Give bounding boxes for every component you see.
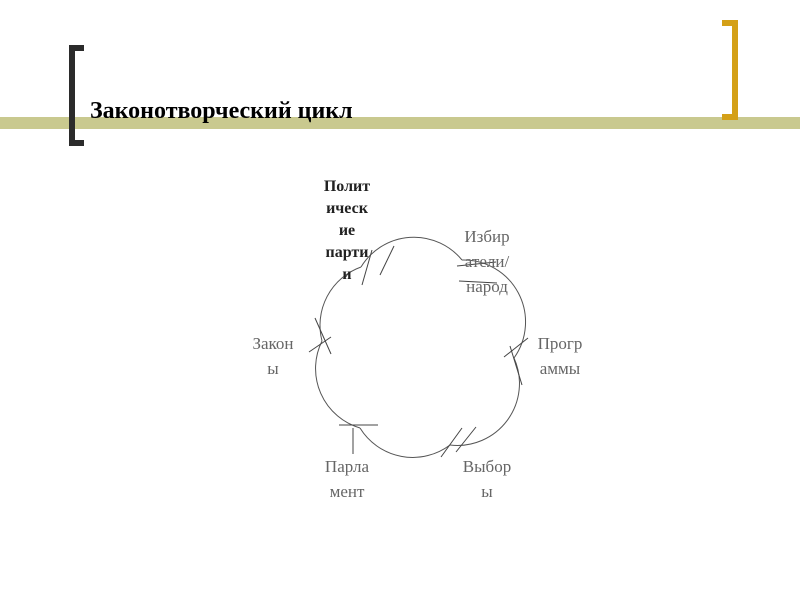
node-parliament: Парла мент — [314, 454, 380, 504]
left-dark-bracket — [69, 45, 84, 146]
node-label-line: ие — [338, 222, 356, 239]
arc-programs-elections — [449, 357, 520, 446]
node-laws: Закон ы — [240, 331, 306, 381]
arc-elections-parliament — [359, 427, 451, 458]
olive-band — [0, 117, 800, 129]
node-label-line: Выбор — [462, 457, 512, 476]
node-label-line: атели/ — [464, 252, 510, 271]
node-elections: Выбор ы — [454, 454, 520, 504]
arrow-ticks — [308, 245, 529, 458]
arc-parliament-laws — [315, 340, 361, 429]
node-label-line: аммы — [539, 359, 581, 378]
node-programs: Прогр аммы — [527, 331, 593, 381]
slide-title: Законотворческий цикл — [90, 98, 353, 124]
node-label-line: ы — [267, 359, 279, 378]
node-label-line: ическ — [326, 200, 368, 217]
node-label-line: народ — [466, 277, 508, 296]
node-label-line: Закон — [252, 334, 294, 353]
node-label-line: Избир — [464, 227, 510, 246]
node-label-line: Прогр — [537, 334, 583, 353]
node-label-line: Полит — [323, 178, 371, 195]
node-label-line: ы — [481, 482, 493, 501]
arc-voters-programs — [461, 259, 527, 359]
right-gold-bracket — [722, 20, 738, 120]
node-voters: Избир атели/ народ — [454, 224, 520, 299]
node-label-line: парти — [325, 244, 369, 261]
node-label-line: и — [342, 266, 352, 283]
node-label-line: Парла — [324, 457, 370, 476]
node-political-parties: Полит ическ ие парти и — [314, 176, 380, 286]
node-label-line: мент — [329, 482, 365, 501]
